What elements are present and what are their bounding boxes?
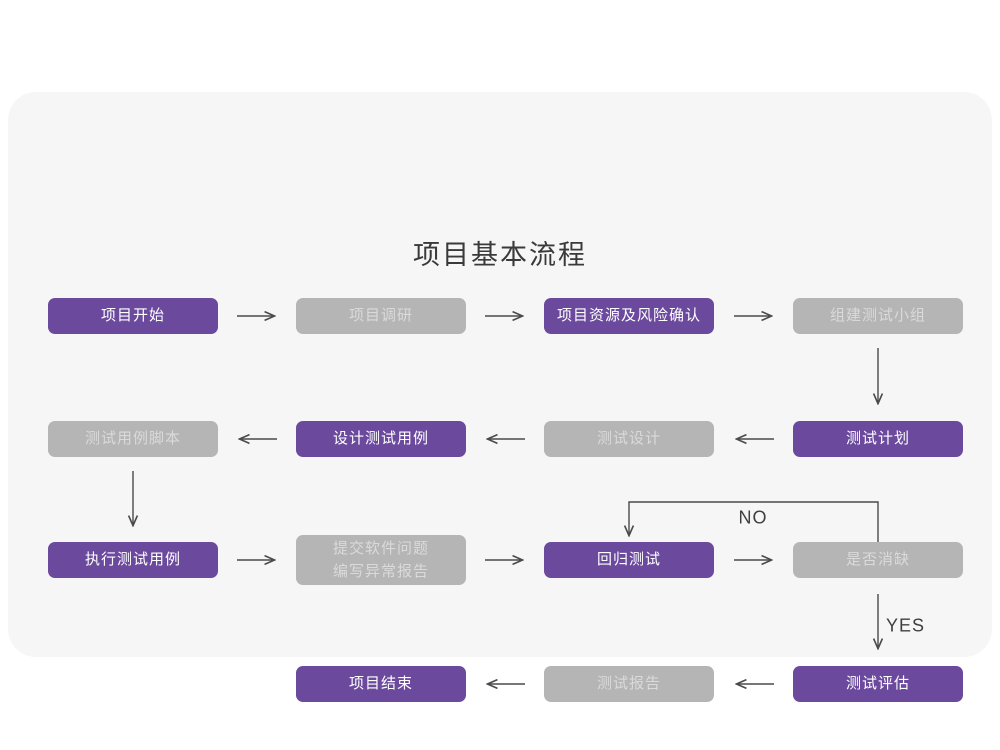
node-test-report: 测试报告 bbox=[544, 666, 714, 702]
node-project-start: 项目开始 bbox=[48, 298, 218, 334]
node-regression-test: 回归测试 bbox=[544, 542, 714, 578]
node-project-research: 项目调研 bbox=[296, 298, 466, 334]
flowchart-card: 项目基本流程 bbox=[8, 92, 992, 702]
node-test-evaluation: 测试评估 bbox=[793, 666, 963, 702]
node-design-test-cases: 设计测试用例 bbox=[296, 421, 466, 457]
node-execute-test-cases: 执行测试用例 bbox=[48, 542, 218, 578]
node-build-test-team: 组建测试小组 bbox=[793, 298, 963, 334]
node-test-plan: 测试计划 bbox=[793, 421, 963, 457]
node-resource-risk-confirm: 项目资源及风险确认 bbox=[544, 298, 714, 334]
diagram-title: 项目基本流程 bbox=[413, 240, 587, 270]
edge-label-yes: YES bbox=[886, 615, 926, 636]
node-test-case-script: 测试用例脚本 bbox=[48, 421, 218, 457]
node-test-design: 测试设计 bbox=[544, 421, 714, 457]
node-submit-issue-report: 提交软件问题 编写异常报告 bbox=[296, 535, 466, 585]
node-defect-cleared-check: 是否消缺 bbox=[793, 542, 963, 578]
edge-label-no: NO bbox=[738, 507, 768, 528]
node-project-end: 项目结束 bbox=[296, 666, 466, 702]
